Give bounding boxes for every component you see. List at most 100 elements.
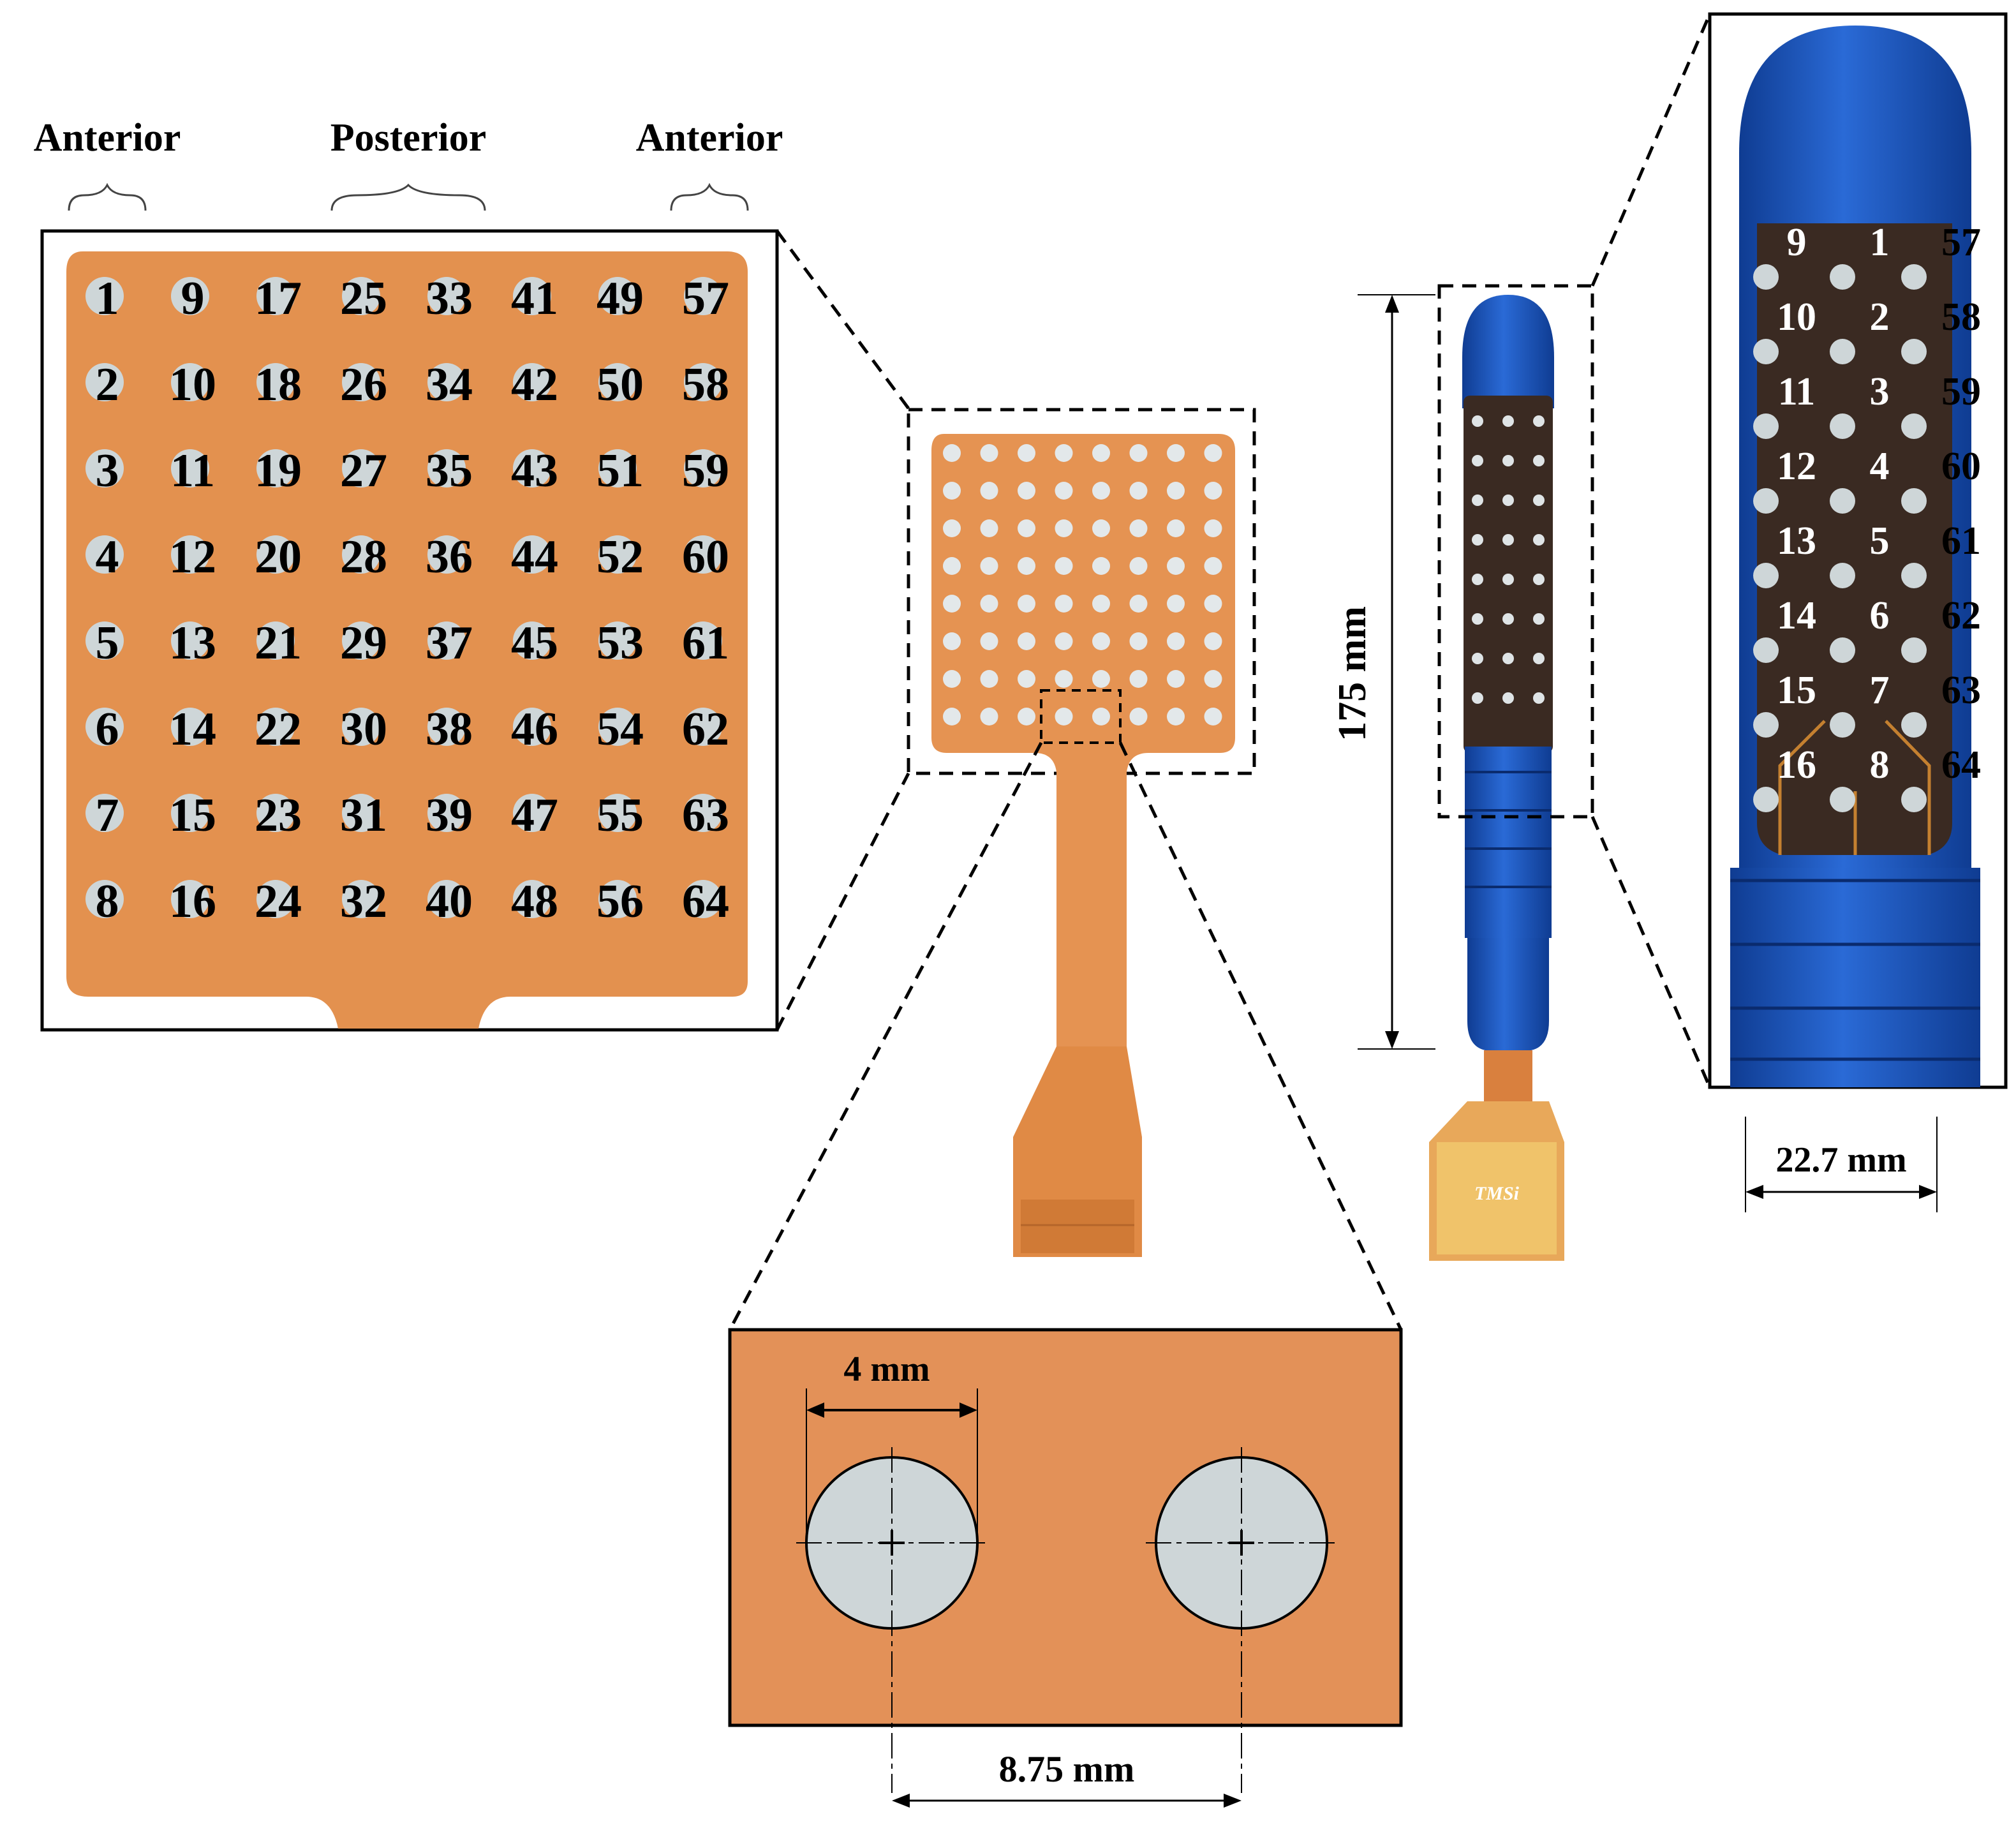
grid-electrode-number: 41 <box>511 272 558 325</box>
flex-electrode-dot <box>1129 519 1148 537</box>
grid-electrode-pad <box>171 277 209 315</box>
flex-electrode-dot <box>1092 632 1110 650</box>
grid-electrode-number: 44 <box>511 531 558 583</box>
grid-electrode-number: 34 <box>426 359 473 411</box>
grid-electrode-number: 2 <box>96 359 119 411</box>
grid-electrode-pad <box>513 363 551 401</box>
flex-electrode-dot <box>1018 670 1035 688</box>
grid-electrode-number: 48 <box>511 875 558 928</box>
grid-electrode-number: 23 <box>255 789 302 842</box>
flex-electrode-dot <box>1018 595 1035 613</box>
probe-electrode-dot <box>1502 534 1514 546</box>
probe-zoom-number: 61 <box>1941 519 1981 563</box>
probe: 175 mm TMSi <box>1331 284 1594 1261</box>
probe-electrode-dot <box>1502 495 1514 506</box>
probe-zoom-electrode <box>1830 488 1855 514</box>
grid-electrode-number: 5 <box>96 617 119 669</box>
flex-electrode-dot <box>1092 670 1110 688</box>
grid-electrode-number: 12 <box>169 531 216 583</box>
grid-electrode-pad <box>684 794 722 832</box>
probe-handle <box>1467 938 1549 1050</box>
flex-electrode-dot <box>980 519 998 537</box>
label-anterior-right: Anterior <box>636 116 783 160</box>
flex-electrode-dot <box>1129 708 1148 725</box>
probe-zoom-number: 6 <box>1870 594 1890 637</box>
grid-electrode-pad <box>342 708 380 746</box>
flex-electrode-dot <box>1092 482 1110 500</box>
label-brand: TMSi <box>1474 1183 1520 1204</box>
grid-electrode-pad <box>427 708 466 746</box>
flex-pad <box>931 434 1235 1046</box>
probe-zoom-number: 1 <box>1870 221 1890 264</box>
grid-electrode-number: 61 <box>682 617 729 669</box>
grid-electrode-number: 13 <box>169 617 216 669</box>
grid-electrode-pad <box>427 363 466 401</box>
grid-electrode-pad <box>171 449 209 487</box>
grid-electrode-number: 26 <box>340 359 387 411</box>
probe-zoom-number: 2 <box>1870 295 1890 339</box>
grid-electrode-pad <box>256 880 295 918</box>
probe-zoom-number: 64 <box>1941 743 1981 787</box>
probe-electrode-dot <box>1472 534 1483 546</box>
grid-electrode-number: 11 <box>170 445 215 497</box>
probe-zoom-number: 12 <box>1777 445 1816 488</box>
flex-electrode-dot <box>1167 595 1185 613</box>
grid-electrode-number: 39 <box>426 789 473 842</box>
grid-electrode-pad <box>342 794 380 832</box>
grid-electrode-number: 59 <box>682 445 729 497</box>
probe-zoom-electrode <box>1830 413 1855 439</box>
probe-electrode-dot <box>1533 613 1545 625</box>
grid-electrode-pad <box>598 794 637 832</box>
flex-electrode-dot <box>1055 632 1073 650</box>
probe-zoom-electrode <box>1753 637 1779 663</box>
probe-electrode-dot <box>1472 653 1483 664</box>
flex-electrode-dot <box>1204 595 1222 613</box>
grid-electrode-number: 20 <box>255 531 302 583</box>
grid-electrode-pad <box>513 880 551 918</box>
flex-electrode-dot <box>1167 482 1185 500</box>
connector-bottom <box>775 772 910 1031</box>
probe-zoom-electrode <box>1901 264 1927 290</box>
label-length: 175 mm <box>1331 606 1374 741</box>
grid-electrode-pad <box>513 449 551 487</box>
probe-electrode-dot <box>1502 653 1514 664</box>
flex-electrode-dot <box>1167 444 1185 462</box>
grid-electrode-number: 57 <box>682 272 729 325</box>
flex-electrode-dot <box>1167 708 1185 725</box>
grid-electrode-number: 25 <box>340 272 387 325</box>
probe-electrode-dot <box>1502 613 1514 625</box>
grid-electrode-number: 30 <box>340 703 387 755</box>
grid-electrode-number: 51 <box>597 445 644 497</box>
probe-electrode-dot <box>1472 574 1483 585</box>
grid-electrode-pad <box>256 708 295 746</box>
grid-electrode-number: 55 <box>597 789 644 842</box>
grid-electrode-number: 52 <box>597 531 644 583</box>
grid-electrode-number: 17 <box>255 272 302 325</box>
flex-electrode-dot <box>1018 708 1035 725</box>
flex-electrode-dot <box>980 708 998 725</box>
grid-electrode-number: 9 <box>181 272 205 325</box>
flex-electrode-dot <box>943 708 961 725</box>
flex-electrode-dot <box>980 444 998 462</box>
grid-electrode-pad <box>427 535 466 574</box>
flex-electrode-dot <box>1167 670 1185 688</box>
flex-electrode-dot <box>943 482 961 500</box>
grid-electrode-number: 40 <box>426 875 473 928</box>
probe-zoom-electrode <box>1901 563 1927 588</box>
probe-zoom-electrode-strip <box>1757 223 1952 855</box>
probe-electrode-dot <box>1472 495 1483 506</box>
probe-zoom-electrode <box>1830 637 1855 663</box>
flex-electrode-dot <box>1018 632 1035 650</box>
flex-electrode-dots <box>943 444 1222 725</box>
grid-electrode-pad <box>342 880 380 918</box>
flex-electrode-dot <box>1129 482 1148 500</box>
grid-electrode-pad <box>171 880 209 918</box>
grid-electrode-pad <box>513 277 551 315</box>
grid-electrode-pad <box>256 535 295 574</box>
probe-electrode-dot <box>1472 415 1483 427</box>
flex-electrode-dot <box>1055 708 1073 725</box>
probe-zoom-electrode <box>1901 413 1927 439</box>
grid-electrode-number: 15 <box>169 789 216 842</box>
